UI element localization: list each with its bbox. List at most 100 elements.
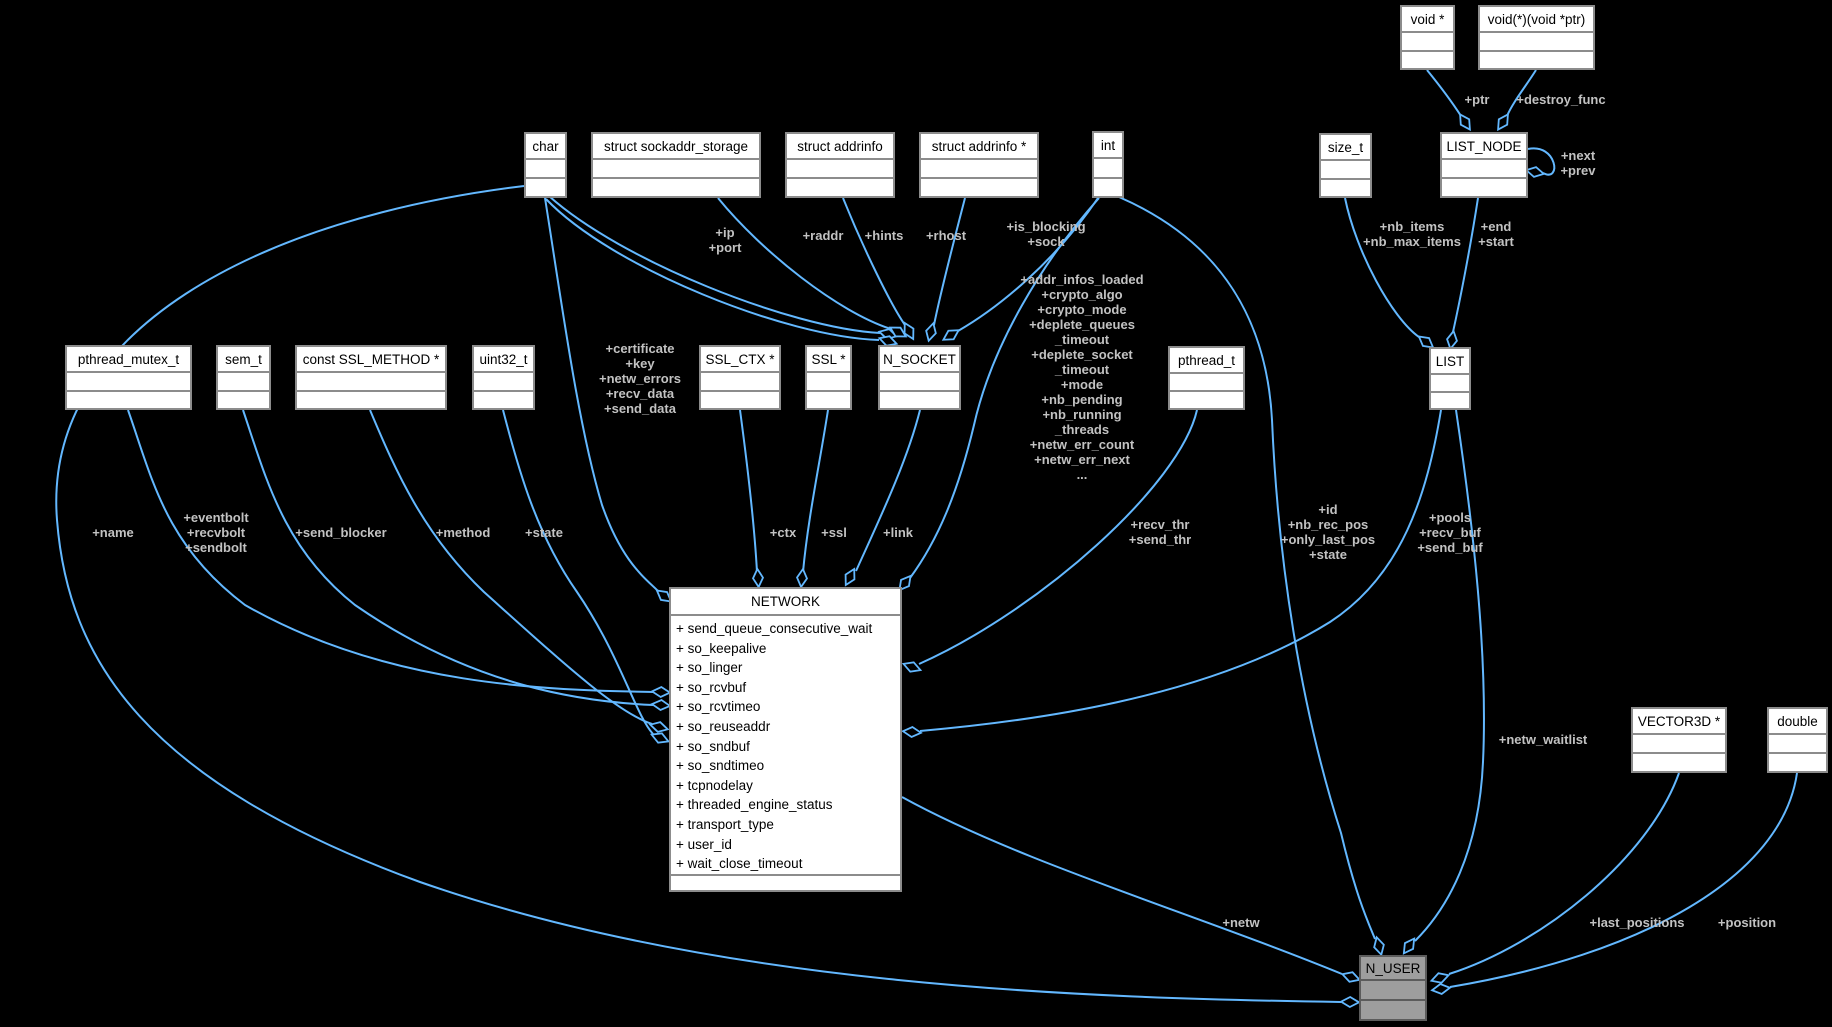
edge-label-line: +end bbox=[1480, 219, 1512, 234]
edge-send_blocker bbox=[242, 409, 654, 706]
edge-label-line: +nb_rec_pos bbox=[1287, 517, 1369, 532]
attribute: + wait_close_timeout bbox=[676, 856, 803, 872]
empty-compartment bbox=[880, 392, 959, 409]
edge-label-rhost: +rhost bbox=[926, 228, 966, 243]
edge-last_positions bbox=[1448, 772, 1680, 975]
class-node-void_func[interactable]: void(*)(void *ptr) bbox=[1478, 5, 1595, 70]
class-node-ssl[interactable]: SSL * bbox=[805, 345, 852, 410]
edge-recv_thr bbox=[918, 409, 1198, 665]
class-title-pthread_t: pthread_t bbox=[1170, 348, 1243, 374]
empty-compartment bbox=[297, 392, 445, 409]
edge-label-line: +is_blocking bbox=[1006, 219, 1086, 234]
attribute: + so_reuseaddr bbox=[676, 718, 771, 734]
empty-compartment bbox=[1402, 52, 1453, 69]
aggregation-diamond-netw_waitlist bbox=[1402, 937, 1416, 955]
class-node-ssl_ctx[interactable]: SSL_CTX * bbox=[699, 345, 781, 410]
empty-compartment bbox=[474, 373, 533, 392]
class-node-void_ptr[interactable]: void * bbox=[1400, 5, 1455, 70]
edge-label-line: _threads bbox=[1054, 422, 1110, 437]
edge-label-end_start: +end+start bbox=[1478, 219, 1514, 249]
aggregation-diamond-hints bbox=[903, 321, 915, 341]
class-title-sockaddr: struct sockaddr_storage bbox=[593, 134, 759, 160]
edge-label-nb_items: +nb_items+nb_max_items bbox=[1363, 219, 1461, 249]
edge-label-ssl_edge: +ssl bbox=[821, 525, 847, 540]
aggregation-diamond-destroy_func bbox=[1497, 112, 1509, 132]
class-node-size_t[interactable]: size_t bbox=[1319, 133, 1372, 198]
class-title-char: char bbox=[526, 134, 565, 160]
edge-label-line: ... bbox=[1076, 467, 1088, 482]
class-node-addrinfo_p[interactable]: struct addrinfo * bbox=[919, 132, 1039, 198]
edge-name bbox=[55, 185, 1342, 1003]
edge-destroy_func bbox=[1506, 69, 1537, 117]
class-node-vector3d[interactable]: VECTOR3D * bbox=[1631, 707, 1727, 773]
edge-end_start bbox=[1452, 197, 1479, 333]
class-node-pthread_t[interactable]: pthread_t bbox=[1168, 346, 1245, 410]
class-title-list_node: LIST_NODE bbox=[1442, 134, 1526, 160]
edge-label-line: +id bbox=[1318, 502, 1338, 517]
edge-label-line: +certificate bbox=[605, 341, 675, 356]
aggregation-diamond-state bbox=[649, 732, 671, 744]
edge-label-line: +sendbolt bbox=[185, 540, 247, 555]
class-title-pthread_mutex_t: pthread_mutex_t bbox=[67, 347, 190, 373]
edge-next_prev bbox=[1527, 147, 1556, 176]
class-node-addrinfo[interactable]: struct addrinfo bbox=[785, 132, 895, 198]
class-title-ssl_ctx: SSL_CTX * bbox=[701, 347, 779, 373]
edge-label-line: +sock bbox=[1027, 234, 1065, 249]
empty-compartment bbox=[1442, 179, 1526, 196]
class-node-uint32_t[interactable]: uint32_t bbox=[472, 345, 535, 410]
edge-label-line: +nb_pending bbox=[1041, 392, 1123, 407]
empty-compartment bbox=[1480, 52, 1593, 69]
empty-compartment bbox=[701, 373, 779, 392]
edge-hints bbox=[842, 197, 906, 326]
edge-label-line: +state bbox=[1309, 547, 1347, 562]
class-title-void_ptr: void * bbox=[1402, 7, 1453, 33]
empty-compartment bbox=[807, 373, 850, 392]
edge-label-line: +nb_running bbox=[1042, 407, 1122, 422]
class-node-n_socket[interactable]: N_SOCKET bbox=[878, 345, 961, 410]
class-node-double[interactable]: double bbox=[1767, 707, 1828, 773]
edge-label-line: +key bbox=[625, 356, 655, 371]
edge-label-line: +crypto_mode bbox=[1037, 302, 1127, 317]
empty-compartment bbox=[1480, 33, 1593, 52]
aggregation-diamond-method bbox=[648, 721, 670, 733]
empty-compartment bbox=[1442, 160, 1526, 179]
empty-compartment bbox=[297, 373, 445, 392]
class-attributes-network: + send_queue_consecutive_wait+ so_keepal… bbox=[671, 616, 900, 876]
empty-compartment bbox=[593, 160, 759, 179]
class-title-vector3d: VECTOR3D * bbox=[1633, 709, 1725, 735]
class-title-addrinfo: struct addrinfo bbox=[787, 134, 893, 160]
edge-label-line: +recv_data bbox=[605, 386, 675, 401]
class-node-pthread_mutex_t[interactable]: pthread_mutex_t bbox=[65, 345, 192, 410]
class-node-char[interactable]: char bbox=[524, 132, 567, 198]
class-node-n_user[interactable]: N_USER bbox=[1359, 955, 1427, 1021]
empty-compartment bbox=[1170, 374, 1243, 392]
edge-netw bbox=[901, 796, 1343, 975]
edge-label-line: +send_buf bbox=[1417, 540, 1483, 555]
class-node-ssl_method[interactable]: const SSL_METHOD * bbox=[295, 345, 447, 410]
class-node-sockaddr[interactable]: struct sockaddr_storage bbox=[591, 132, 761, 198]
empty-compartment bbox=[218, 373, 269, 392]
edge-label-line: +nb_items bbox=[1379, 219, 1445, 234]
edge-label-line: +port bbox=[708, 240, 742, 255]
edge-label-recv_thr: +recv_thr+send_thr bbox=[1129, 517, 1192, 547]
edge-rhost bbox=[933, 197, 966, 326]
aggregation-diamond-id_edge bbox=[1373, 935, 1385, 957]
class-node-int[interactable]: int bbox=[1092, 131, 1124, 198]
class-title-sem_t: sem_t bbox=[218, 347, 269, 373]
class-node-sem_t[interactable]: sem_t bbox=[216, 345, 271, 410]
edge-label-line: _timeout bbox=[1054, 362, 1110, 377]
edge-addr_infos bbox=[909, 197, 1100, 579]
edge-ctx bbox=[739, 409, 758, 573]
edge-link bbox=[855, 409, 921, 572]
class-title-size_t: size_t bbox=[1321, 135, 1370, 161]
edge-label-pools: +pools+recv_buf+send_buf bbox=[1417, 510, 1482, 555]
class-node-list_node[interactable]: LIST_NODE bbox=[1440, 132, 1528, 198]
edge-label-line: +netw bbox=[1222, 915, 1260, 930]
class-node-list[interactable]: LIST bbox=[1429, 347, 1471, 410]
edge-label-line: +recv_thr bbox=[1130, 517, 1190, 532]
class-node-network[interactable]: NETWORK+ send_queue_consecutive_wait+ so… bbox=[669, 587, 902, 892]
empty-compartment bbox=[1769, 735, 1826, 754]
empty-compartment bbox=[526, 179, 565, 196]
aggregation-diamond-netw bbox=[1340, 971, 1362, 983]
